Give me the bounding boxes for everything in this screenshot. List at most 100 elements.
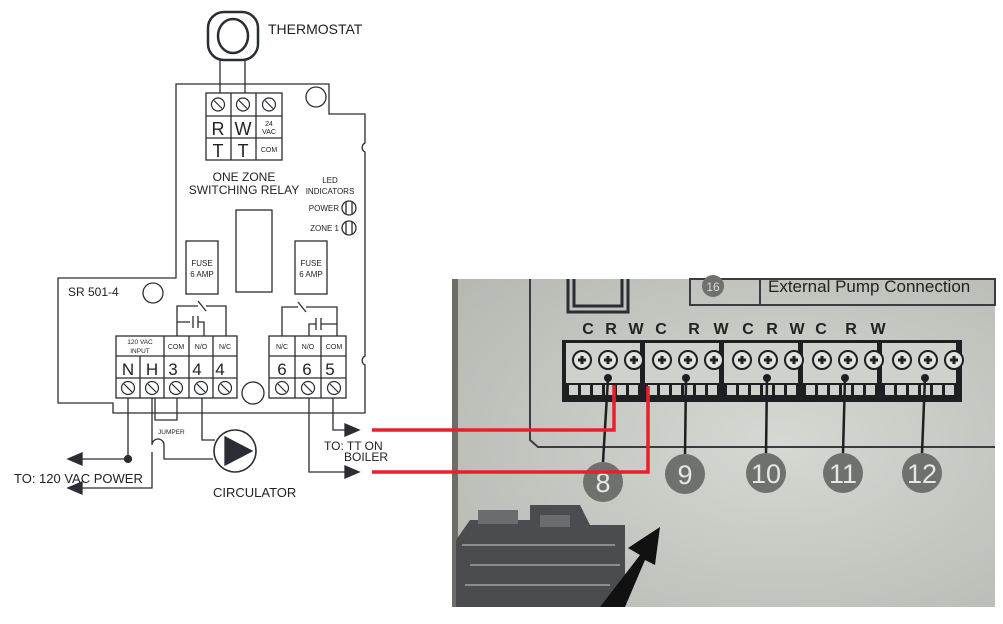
fuse-right bbox=[294, 240, 328, 295]
screw-icon bbox=[274, 380, 290, 396]
zone-10-marker: 10 bbox=[746, 374, 786, 493]
com-label: COM bbox=[261, 147, 278, 154]
relay-title-1: ONE ZONE bbox=[213, 170, 276, 184]
screw-icon bbox=[678, 350, 698, 370]
thermostat-label: THERMOSTAT bbox=[268, 21, 363, 37]
led-title-1: LED bbox=[322, 176, 338, 185]
zone-12-marker: 12 bbox=[902, 374, 942, 493]
screw-icon bbox=[784, 350, 804, 370]
zone-number: 9 bbox=[677, 460, 692, 490]
red-wires bbox=[372, 385, 650, 474]
nc-header-right: N/C bbox=[276, 344, 288, 351]
input-label-1: 120 VAC bbox=[127, 339, 153, 346]
terminal-label: W bbox=[789, 321, 805, 338]
terminal-4a: 4 bbox=[192, 360, 201, 379]
terminal-3: 3 bbox=[168, 360, 177, 379]
terminal-H: H bbox=[146, 360, 158, 379]
terminal-label: C bbox=[655, 321, 667, 338]
terminal-4b: 4 bbox=[215, 360, 224, 379]
screw-icon bbox=[326, 380, 342, 396]
terminal-label: R bbox=[688, 321, 700, 338]
screw-icon bbox=[892, 350, 912, 370]
fuse-left bbox=[185, 240, 219, 295]
led-title-2: INDICATORS bbox=[306, 187, 355, 196]
zone-number: 8 bbox=[595, 468, 610, 498]
screw-icon bbox=[864, 350, 884, 370]
terminal-label: C bbox=[815, 321, 827, 338]
terminal-label: C bbox=[582, 321, 594, 338]
screw-icon bbox=[235, 97, 251, 112]
circulator-icon bbox=[213, 429, 257, 473]
badge-16-label: 16 bbox=[706, 280, 720, 294]
terminal-5: 5 bbox=[325, 360, 334, 379]
terminal-N: N bbox=[122, 360, 134, 379]
fuse-right-label-2: 6 AMP bbox=[299, 270, 323, 279]
led-power-label: POWER bbox=[309, 204, 339, 213]
terminal-6b: 6 bbox=[302, 360, 311, 379]
com-header-left: COM bbox=[168, 344, 185, 351]
screw-icon bbox=[624, 350, 644, 370]
terminal-label: R bbox=[605, 321, 617, 338]
terminal-label: R bbox=[766, 321, 778, 338]
no-header-left: N/O bbox=[195, 344, 208, 351]
terminal-label: R bbox=[845, 321, 857, 338]
screw-icon bbox=[168, 380, 184, 396]
power-led-icon bbox=[341, 200, 357, 216]
zone-number: 10 bbox=[751, 459, 781, 489]
screw-icon bbox=[652, 350, 672, 370]
fuse-left-label-1: FUSE bbox=[191, 259, 212, 268]
zone-9-marker: 9 bbox=[665, 374, 705, 494]
screw-icon bbox=[193, 380, 209, 396]
power-label: TO: 120 VAC POWER bbox=[14, 471, 143, 486]
screw-icon bbox=[704, 350, 724, 370]
badge-16 bbox=[702, 275, 724, 297]
terminal-label: W bbox=[713, 321, 729, 338]
terminal-T1: T bbox=[213, 141, 224, 161]
vac-label-1: 24 bbox=[265, 121, 273, 128]
arrow-icon bbox=[600, 527, 660, 607]
zone-led-icon bbox=[341, 220, 357, 236]
screw-icon bbox=[120, 380, 136, 396]
screw-icon bbox=[758, 350, 778, 370]
screw-icon bbox=[217, 380, 233, 396]
relay-labels: THERMOSTAT R W 24 VAC T T COM ONE ZONE S… bbox=[14, 21, 388, 500]
terminal-T2: T bbox=[238, 141, 249, 161]
screw-icon bbox=[812, 350, 832, 370]
input-label-2: INPUT bbox=[130, 348, 150, 355]
no-header-right: N/O bbox=[302, 344, 315, 351]
relay-title-2: SWITCHING RELAY bbox=[189, 183, 299, 197]
screw-icon bbox=[210, 97, 226, 112]
relay-coil bbox=[235, 209, 273, 293]
screw-icon bbox=[261, 97, 277, 112]
relay-board bbox=[57, 10, 366, 495]
terminal-W: W bbox=[235, 119, 252, 139]
vac-label-2: VAC bbox=[262, 129, 276, 136]
terminal-label: W bbox=[628, 321, 644, 338]
terminal-label: C bbox=[742, 321, 754, 338]
screw-icon bbox=[300, 380, 316, 396]
zone-number: 11 bbox=[829, 459, 857, 489]
terminal-label: W bbox=[870, 321, 886, 338]
fuse-right-label-1: FUSE bbox=[300, 259, 321, 268]
circulator-label: CIRCULATOR bbox=[213, 485, 296, 500]
nc-header-left: N/C bbox=[219, 344, 231, 351]
screw-icon bbox=[732, 350, 752, 370]
jumper-label: JUMPER bbox=[158, 429, 185, 436]
external-pump-connection-label: External Pump Connection bbox=[768, 277, 970, 296]
boiler-label-2: BOILER bbox=[344, 450, 388, 464]
wire-to-W bbox=[372, 386, 650, 474]
fuse-left-label-2: 6 AMP bbox=[190, 270, 214, 279]
led-zone-label: ZONE 1 bbox=[310, 224, 339, 233]
screw-icon bbox=[838, 350, 858, 370]
model-label: SR 501-4 bbox=[68, 285, 119, 299]
thermostat-icon bbox=[206, 10, 260, 62]
wire-to-R bbox=[372, 385, 616, 432]
screw-icon bbox=[918, 350, 938, 370]
com-header-right: COM bbox=[326, 344, 343, 351]
boiler-image bbox=[456, 505, 625, 607]
screw-icon bbox=[944, 350, 964, 370]
terminal-6a: 6 bbox=[277, 360, 286, 379]
